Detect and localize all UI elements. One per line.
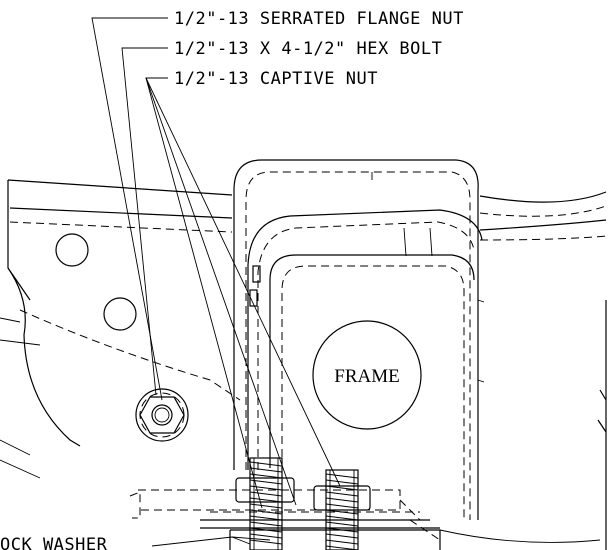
- hex-bolt-right: [313, 469, 371, 550]
- frame-rail: [233, 159, 485, 520]
- callout-hex-bolt: 1/2"-13 X 4-1/2" HEX BOLT: [174, 39, 442, 59]
- bracket-plate: [0, 179, 607, 550]
- frame-label: FRAME: [334, 366, 399, 387]
- frame-section: FRAME: [312, 320, 422, 430]
- serrated-flange-nut: [135, 388, 189, 442]
- leader-lines: [91, 17, 341, 547]
- mounting-hole-lower: [103, 297, 137, 331]
- callout-lock-washer: OCK WASHER: [0, 535, 108, 550]
- mounting-hole-upper: [55, 233, 89, 267]
- hex-bolt-left: [235, 457, 295, 550]
- callout-serrated-flange-nut: 1/2"-13 SERRATED FLANGE NUT: [174, 9, 464, 29]
- bottom-plates: [129, 489, 601, 550]
- callout-captive-nut: 1/2"-13 CAPTIVE NUT: [174, 69, 378, 89]
